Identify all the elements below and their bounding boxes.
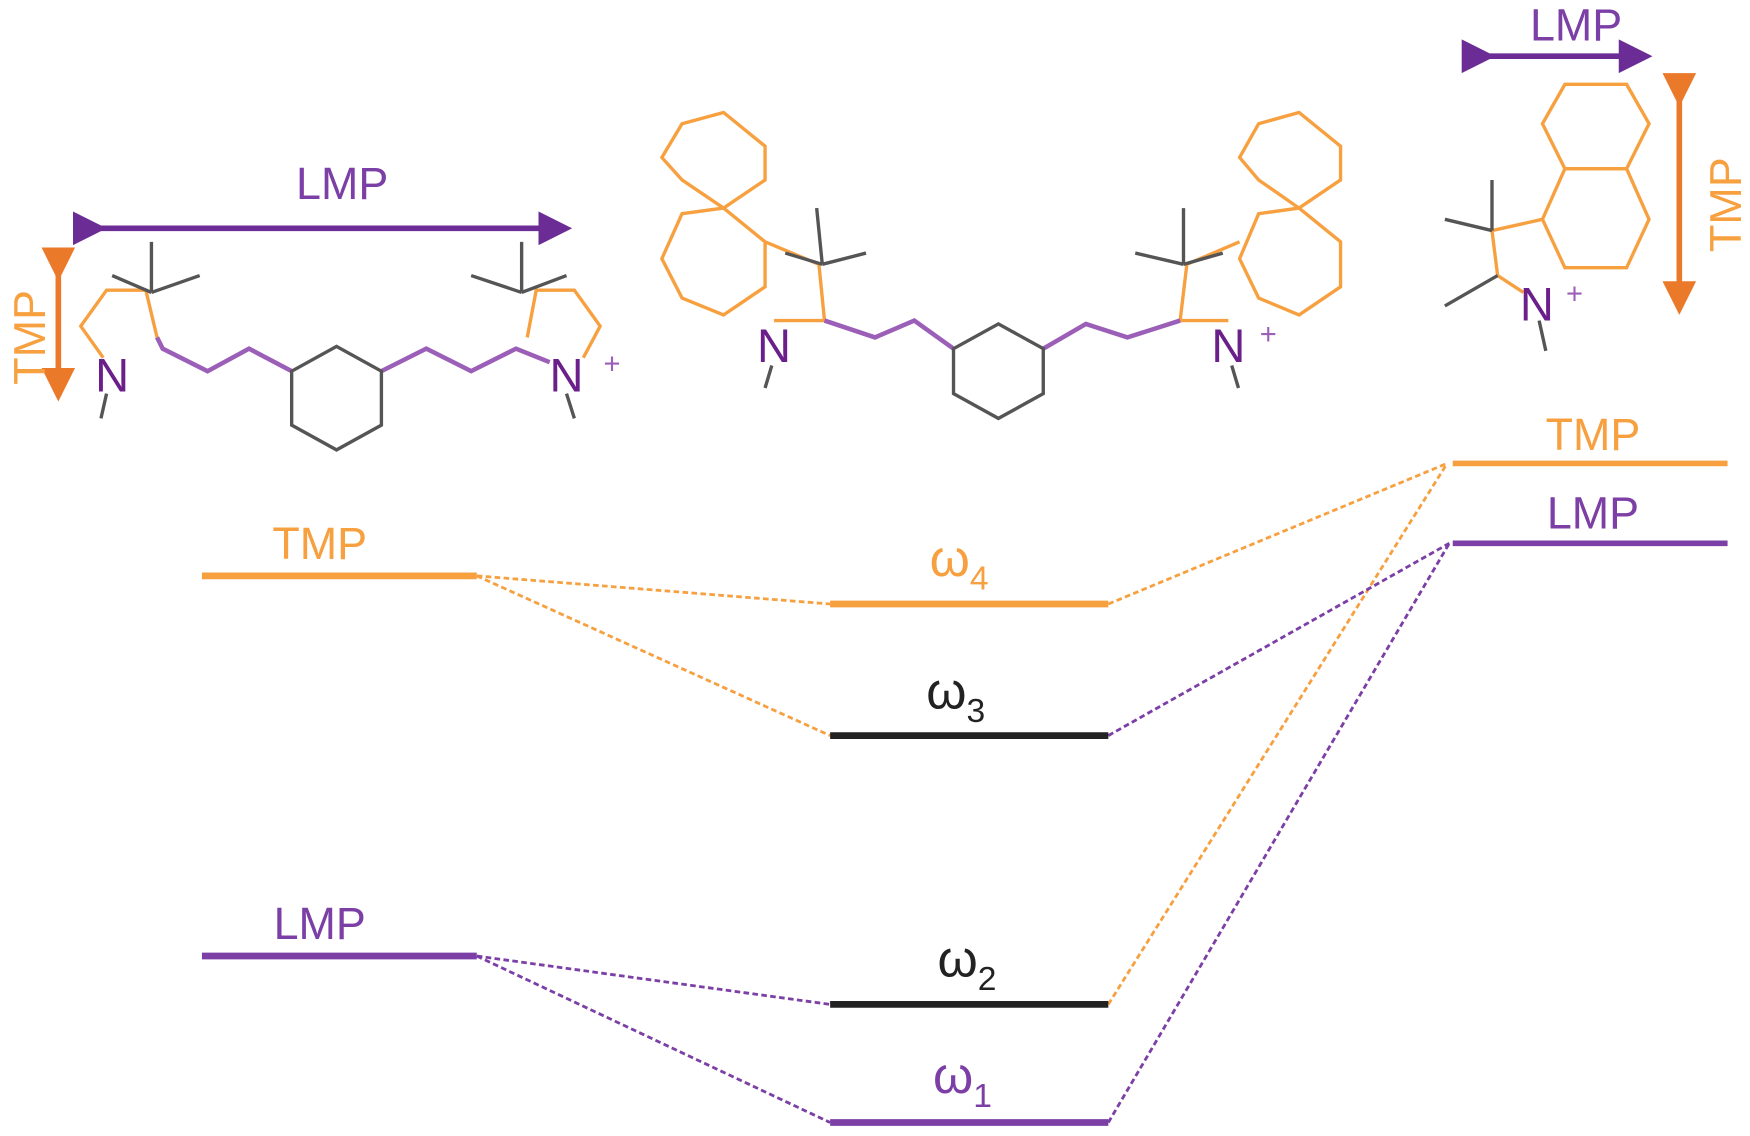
level-right-tmp: TMP [1452,409,1728,467]
nitrogen-label: N [95,348,129,401]
svg-text:LMP: LMP [274,898,366,949]
level-connectors [476,462,1451,1124]
lmp-label: LMP [296,158,388,209]
svg-text:LMP: LMP [1547,488,1639,539]
left-molecule: LMP TMP N N + [4,158,621,452]
right-molecule: LMP TMP N + [1444,0,1750,352]
plus-charge: + [1566,279,1583,311]
level-left-tmp: TMP [201,518,477,580]
svg-text:ω2: ω2 [937,929,996,998]
plus-charge: + [604,348,621,380]
svg-text:ω3: ω3 [926,662,985,731]
nitrogen-cation-label: N [549,348,583,401]
plus-charge: + [1260,319,1277,351]
tmp-label: TMP [4,290,55,385]
nitrogen-cation-label: N [1520,277,1554,330]
right-ring [525,288,603,359]
svg-text:ω1: ω1 [933,1046,992,1115]
level-omega4: ω4 [830,529,1109,608]
lmp-label: LMP [1530,0,1622,51]
level-left-lmp: LMP [201,898,477,960]
nitrogen-cation-label: N [1211,319,1245,372]
level-right-lmp: LMP [1452,488,1728,547]
left-ring [78,288,159,359]
svg-text:TMP: TMP [272,518,367,569]
tmp-label: TMP [1700,157,1750,252]
middle-molecule: N N + [659,110,1343,421]
svg-text:ω4: ω4 [930,529,989,598]
svg-text:TMP: TMP [1546,409,1641,460]
level-omega2: ω2 [830,929,1109,1008]
cyclohexane [289,344,384,452]
level-omega3: ω3 [830,662,1109,739]
nitrogen-label: N [757,319,791,372]
level-omega1: ω1 [830,1046,1109,1126]
